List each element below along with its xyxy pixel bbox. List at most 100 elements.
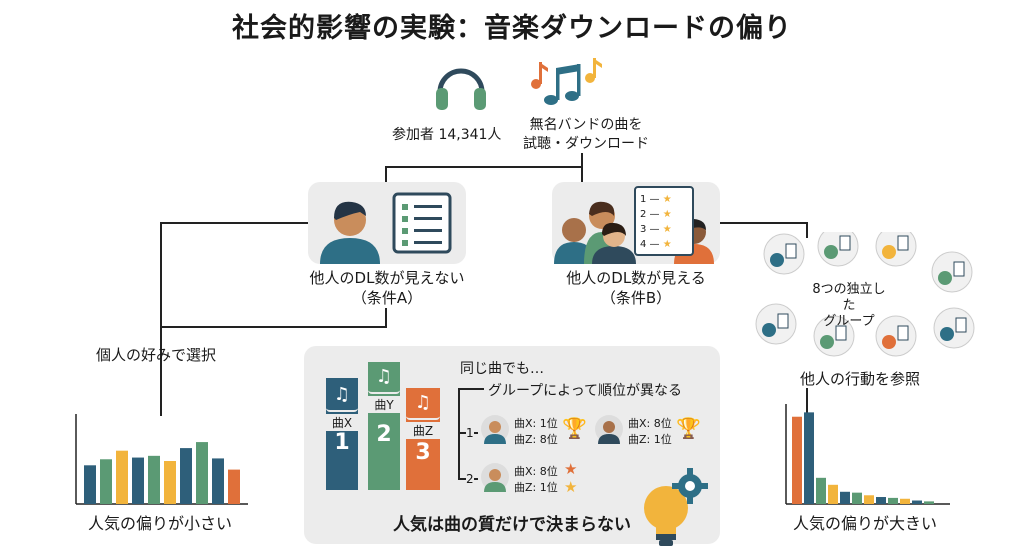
avatar (481, 415, 509, 444)
condition-b-panel: 1 — ★ 2 — ★ 3 — ★ 4 — ★ (552, 182, 720, 264)
ranking-row: 4 — ★ (640, 237, 688, 252)
connector (806, 222, 808, 238)
groups-cluster (755, 232, 975, 357)
condition-b-label: 他人のDL数が見える （条件B） (546, 268, 726, 308)
left-note: 個人の好みで選択 (96, 346, 217, 364)
ranking-dash: — (646, 209, 660, 220)
condition-b-line-1: 他人のDL数が見える (566, 269, 706, 287)
ranking-row: 1 — ★ (640, 192, 688, 207)
star-icon: ★ (659, 224, 672, 235)
chart-condition-a (75, 414, 248, 505)
connector (458, 388, 460, 480)
chart-bar (116, 450, 128, 504)
chart-bar (164, 461, 176, 504)
chart-bar (132, 457, 144, 504)
chart-bar (84, 465, 96, 504)
chart-bar (900, 498, 910, 504)
chart-condition-b (785, 404, 950, 505)
chart-bar (804, 412, 814, 504)
star-icon: ★ (564, 478, 578, 496)
condition-a-line-2: （条件A） (351, 289, 423, 307)
chart-bar (228, 469, 240, 504)
task-description: 無名バンドの曲を 試聴・ダウンロード (516, 116, 656, 154)
chart-bar (196, 442, 208, 504)
chart-bar (840, 491, 850, 504)
ranking-number: 3 (640, 224, 647, 235)
rank-line: 曲X: 8位 (628, 417, 672, 430)
music-note-glyph: ♫ (414, 392, 432, 413)
page-title: 社会的影響の実験：音楽ダウンロードの偏り (232, 13, 792, 44)
center-heading-1: 同じ曲でも… (460, 361, 544, 377)
chart-bar (924, 501, 934, 504)
group-badge (817, 232, 859, 267)
chart-bar (876, 497, 886, 504)
group-1-b-ranks: 曲X: 8位 曲Z: 1位 (628, 416, 672, 448)
ranking-number: 1 (640, 194, 647, 205)
chart-bar (816, 477, 826, 504)
rank-line: 曲Z: 1位 (628, 433, 672, 446)
ranking-board: 1 — ★ 2 — ★ 3 — ★ 4 — ★ (634, 186, 694, 256)
left-chart-caption: 人気の偏りが小さい (87, 514, 232, 533)
task-line-2: 試聴・ダウンロード (523, 136, 649, 152)
rank-line: 曲Z: 1位 (514, 481, 558, 494)
group-1-label: 1 (466, 426, 474, 440)
connector (385, 166, 387, 184)
ranking-row: 2 — ★ (640, 207, 688, 222)
ranking-row: 3 — ★ (640, 222, 688, 237)
condition-a-panel (308, 182, 466, 264)
rank-line: 曲X: 8位 (514, 465, 558, 478)
chart-bar (852, 492, 862, 504)
checklist-icon (392, 192, 452, 254)
connector (806, 388, 808, 416)
chart-bar (912, 500, 922, 504)
group-badge (931, 251, 973, 293)
connector (720, 222, 808, 224)
group-2-label: 2 (466, 472, 474, 486)
chart-bar (180, 448, 192, 504)
music-notes-icon (531, 58, 602, 105)
star-icon: ★ (659, 209, 672, 220)
group-1-a-ranks: 曲X: 1位 曲Z: 8位 (514, 416, 558, 448)
groups-line-1: 8つの独立した (812, 282, 886, 313)
groups-line-2: グループ (823, 314, 875, 329)
task-line-1: 無名バンドの曲を (529, 117, 643, 133)
song-y-label: 曲Y (368, 396, 400, 413)
rank-line: 曲Z: 8位 (514, 433, 558, 446)
song-x-rank: 1 (334, 430, 350, 455)
star-icon: ★ (659, 239, 672, 250)
ranking-number: 4 (640, 239, 647, 250)
lightbulb-icon (644, 468, 708, 546)
group-badge (755, 303, 797, 345)
condition-a-label: 他人のDL数が見えない （条件A） (300, 268, 474, 308)
chart-bar (864, 495, 874, 504)
connector (458, 388, 484, 390)
people-group-icon (554, 201, 714, 264)
connector (385, 166, 582, 168)
song-y-rank: 2 (376, 422, 392, 447)
headphones-icon (436, 68, 486, 110)
group-badge (813, 315, 855, 357)
song-y-note-icon: ♫ (368, 362, 400, 394)
ranking-dash: — (646, 239, 660, 250)
avatar (481, 463, 509, 492)
connector (581, 153, 583, 167)
connector (581, 166, 583, 184)
ranking-dash: — (646, 194, 660, 205)
person-icon (320, 201, 380, 264)
condition-a-line-1: 他人のDL数が見えない (309, 269, 465, 287)
ranking-dash: — (646, 224, 660, 235)
center-footer: 人気は曲の質だけで決まらない (393, 515, 631, 535)
song-x-label: 曲X (326, 414, 358, 431)
chart-bar (148, 455, 160, 504)
avatar (595, 415, 623, 444)
trophy-icon: 🏆 (676, 416, 701, 440)
group-2-a-ranks: 曲X: 8位 曲Z: 1位 (514, 464, 558, 496)
participants-label: 参加者 14,341人 (392, 127, 502, 143)
trophy-icon: 🏆 (562, 416, 587, 440)
song-z-note-icon: ♫ (406, 388, 440, 420)
chart-bar (828, 484, 838, 504)
right-chart-caption: 人気の偏りが大きい (792, 514, 937, 533)
chart-bar (212, 458, 224, 504)
group-badge (933, 307, 975, 349)
music-note-glyph: ♫ (333, 384, 351, 405)
